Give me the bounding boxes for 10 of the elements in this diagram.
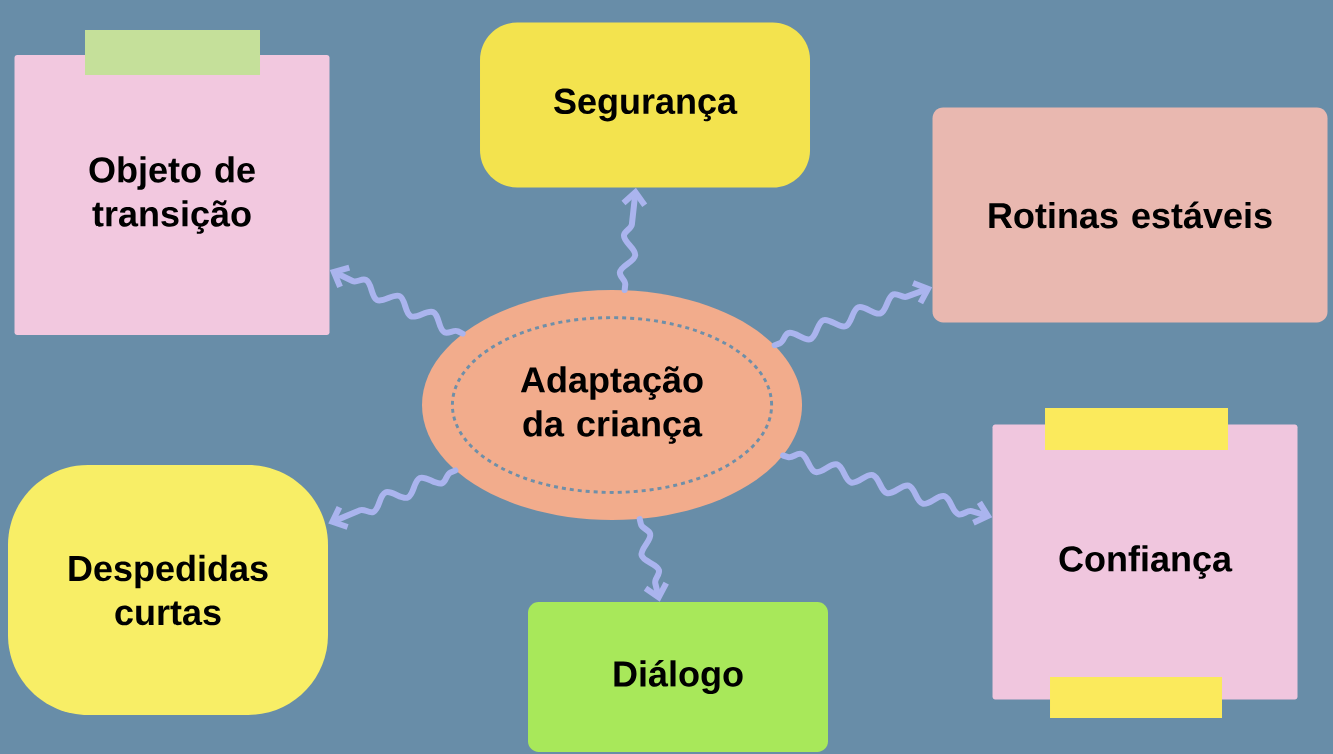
label-box: Segurança [480, 22, 810, 188]
wavy-arrow [771, 280, 933, 349]
wavy-arrow [329, 264, 466, 337]
wavy-arrow [780, 450, 993, 526]
label-box: Diálogo [528, 602, 828, 752]
label-box: Rotinas estáveis [932, 107, 1328, 323]
wavy-arrow [328, 467, 459, 530]
wavy-arrow [636, 516, 669, 602]
wavy-arrow [616, 187, 648, 293]
sticky-note: Objeto de transição [14, 55, 330, 335]
